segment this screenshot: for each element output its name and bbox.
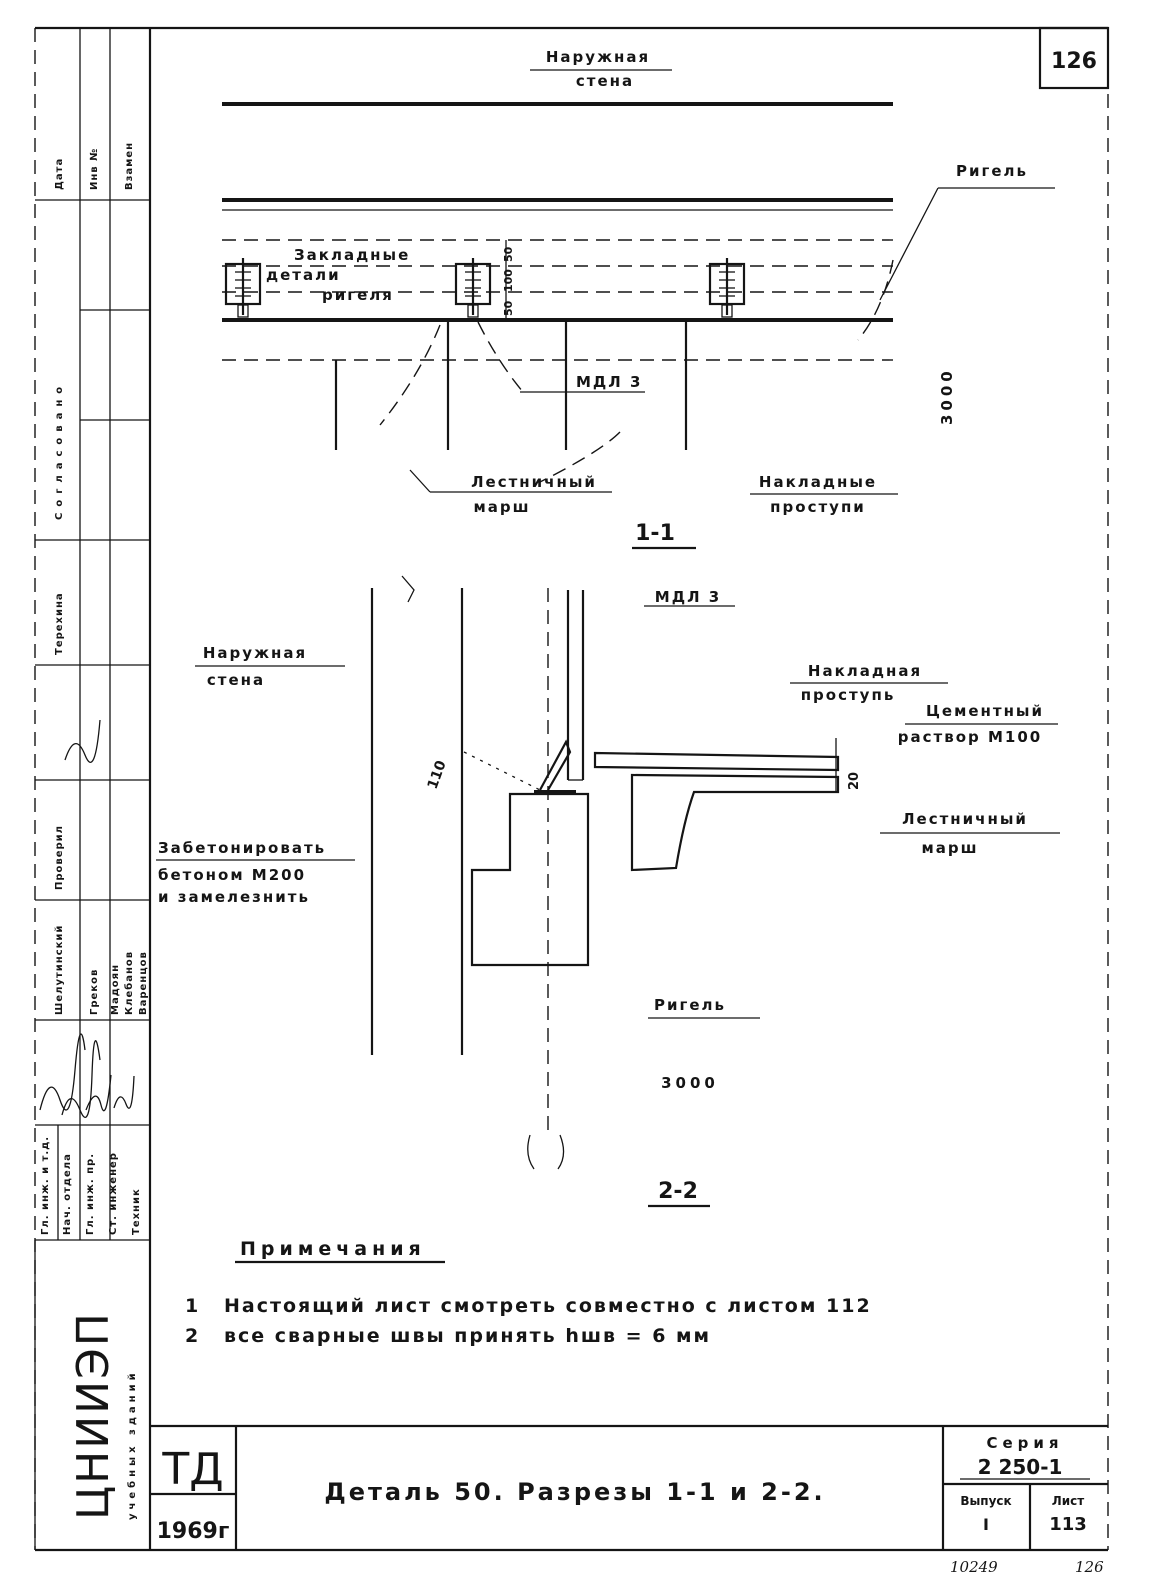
sidebar-col-inv: Инв № bbox=[89, 148, 100, 190]
notes-block: Примечания 1 Настоящий лист смотреть сов… bbox=[185, 1238, 872, 1347]
tread-overlay bbox=[593, 751, 840, 772]
sidebar-surname-1: Терехина bbox=[54, 592, 65, 655]
plan-embedded-label-2: детали bbox=[266, 266, 341, 284]
plan-treads-label-2: проступи bbox=[770, 498, 866, 516]
section-mortar-label-2: раствор М100 bbox=[898, 728, 1042, 746]
section-concrete-label-1: Забетонировать bbox=[158, 839, 326, 857]
title-series-value: 2 250-1 bbox=[978, 1455, 1063, 1479]
sidebar-col-replace: Взамен bbox=[124, 142, 135, 190]
signature-scribble-2 bbox=[61, 1040, 101, 1118]
sidebar-surname-4: Греков bbox=[89, 969, 100, 1015]
title-sheet-label: Лист bbox=[1052, 1494, 1084, 1508]
sidebar-role-2: Нач. отдела bbox=[62, 1153, 73, 1235]
note-2-text: все сварные швы принять hшв = 6 мм bbox=[224, 1325, 711, 1347]
notes-heading: Примечания bbox=[240, 1238, 426, 1260]
sidebar-surname-2: Проверил bbox=[54, 825, 65, 890]
title-code: ТД bbox=[161, 1444, 223, 1495]
sidebar-stamp: Дата Инв № Взамен Согласовано Терехина П… bbox=[34, 28, 150, 1550]
sheet-frame bbox=[34, 26, 1109, 1552]
section-2-title: 2-2 bbox=[658, 1179, 698, 1204]
plan-embedded-label-1: Закладные bbox=[294, 246, 410, 264]
sidebar-surname-5: Клебанов bbox=[123, 951, 135, 1015]
plan-flight-label-1: Лестничный bbox=[471, 473, 597, 491]
sidebar-role-4: Ст. инженер bbox=[108, 1152, 119, 1235]
sidebar-surname-3: Шелутинский bbox=[54, 925, 65, 1015]
title-block: ТД 1969г Деталь 50. Разрезы 1-1 и 2-2. С… bbox=[150, 1424, 1108, 1550]
stair-flight-section bbox=[630, 773, 840, 872]
section-cut-marker bbox=[527, 1134, 565, 1170]
footer-right-number: 126 bbox=[1075, 1558, 1104, 1576]
title-issue-value: I bbox=[983, 1515, 989, 1534]
signature-scribble-4 bbox=[113, 1075, 135, 1109]
title-main: Деталь 50. Разрезы 1-1 и 2-2. bbox=[324, 1478, 825, 1506]
plan-height-dim: 3000 bbox=[938, 367, 956, 425]
section-concrete-label-3: и замелезнить bbox=[158, 888, 310, 906]
plan-dim-50-bottom: 50 bbox=[502, 300, 515, 316]
note-1-number: 1 bbox=[185, 1295, 200, 1317]
section-1-title: 1-1 bbox=[635, 521, 675, 546]
beam-cross-section bbox=[470, 792, 590, 967]
section-tread-label-1: Накладная bbox=[808, 662, 922, 680]
section-outer-wall-label-1: Наружная bbox=[203, 644, 307, 662]
section-part-mark: МДЛ 3 bbox=[655, 588, 721, 606]
corner-sheet-number-box: 126 bbox=[1038, 26, 1110, 90]
plan-beam-label: Ригель bbox=[956, 162, 1028, 180]
plan-outer-wall-label-2: стена bbox=[576, 72, 634, 90]
plan-treads-label-1: Накладные bbox=[759, 473, 877, 491]
sidebar-role-5: Техник bbox=[131, 1188, 142, 1235]
sidebar-role-3: Гл. инж. пр. bbox=[85, 1153, 96, 1235]
plan-outer-wall-label-1: Наружная bbox=[546, 48, 650, 66]
plan-flight-label-2: марш bbox=[473, 498, 530, 516]
signature-scribble-3 bbox=[85, 1074, 112, 1112]
corner-sheet-number: 126 bbox=[1051, 49, 1097, 74]
sidebar-approved: Согласовано bbox=[54, 381, 65, 520]
section-dim-110: 110 bbox=[425, 758, 450, 791]
section-height-dim: 3000 bbox=[661, 1074, 719, 1092]
sidebar-extra-surname-2: Варенцов bbox=[138, 951, 149, 1015]
embedded-part-2 bbox=[454, 258, 492, 318]
plan-dim-50-top: 50 bbox=[502, 246, 515, 262]
section-tread-label-2: проступь bbox=[801, 686, 896, 704]
sidebar-extra-surname-1: Мадоян bbox=[110, 964, 121, 1015]
sidebar-role-1: Гл. инж. и т.д. bbox=[40, 1136, 51, 1235]
section-concrete-label-2: бетоном М200 bbox=[158, 866, 306, 884]
plan-view: Наружная стена Ригель bbox=[222, 48, 1055, 550]
embedded-part-1 bbox=[224, 258, 262, 318]
title-year: 1969г bbox=[157, 1519, 230, 1544]
section-outer-wall-label-2: стена bbox=[207, 671, 265, 689]
title-issue-label: Выпуск bbox=[960, 1494, 1011, 1508]
section-dim-20: 20 bbox=[847, 772, 862, 790]
institute-name: ЦНИИЭП bbox=[68, 1311, 119, 1520]
section-mortar-label-1: Цементный bbox=[926, 702, 1044, 720]
signature-scribble-1 bbox=[39, 1033, 86, 1111]
signature-scribble-5 bbox=[64, 719, 101, 763]
title-series-label: Серия bbox=[986, 1434, 1063, 1452]
footer-left-number: 10249 bbox=[950, 1558, 998, 1576]
section-flight-label-1: Лестничный bbox=[902, 810, 1028, 828]
note-2-number: 2 bbox=[185, 1325, 200, 1347]
note-1-text: Настоящий лист смотреть совместно с лист… bbox=[224, 1295, 872, 1317]
title-sheet-value: 113 bbox=[1049, 1514, 1087, 1535]
sidebar-col-date: Дата bbox=[54, 158, 65, 190]
section-view: МДЛ 3 Наружная стена Накладная проступь … bbox=[156, 575, 1060, 1208]
embedded-part-3 bbox=[708, 258, 746, 318]
plan-dim-100: 100 bbox=[502, 269, 515, 292]
plan-embedded-label-3: ригеля bbox=[322, 286, 394, 304]
plan-part-mark: МДЛ 3 bbox=[576, 373, 642, 391]
section-beam-label: Ригель bbox=[654, 996, 726, 1014]
section-flight-label-2: марш bbox=[921, 839, 978, 857]
institute-subtitle: учебных зданий bbox=[126, 1369, 138, 1520]
